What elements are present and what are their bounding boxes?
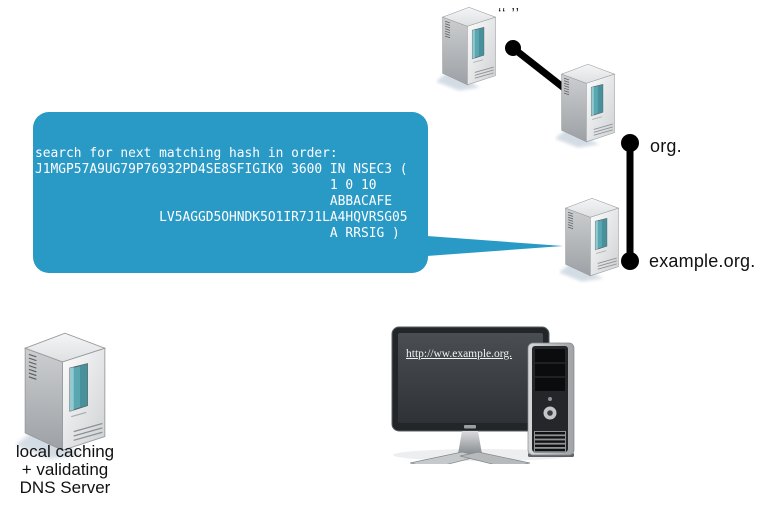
tower-power-button <box>548 397 552 401</box>
root-junction-dot <box>505 40 521 56</box>
tower-drive-bays <box>535 349 565 391</box>
org-tld-server-icon <box>555 58 621 153</box>
nsec3-record-text: search for next matching hash in order: … <box>35 146 408 241</box>
example-org-server-icon <box>559 192 625 287</box>
browser-url-text: http://ww.example.org. <box>406 348 513 360</box>
root-zone-label: ‘‘ ’’ <box>498 5 520 22</box>
speech-bubble: search for next matching hash in order: … <box>33 112 428 273</box>
monitor-logo <box>464 425 476 429</box>
root-server-icon <box>436 1 502 96</box>
example-org-zone-label: example.org. <box>649 251 756 271</box>
monitor <box>391 326 550 464</box>
org-junction-dot <box>621 134 639 152</box>
monitor-base-right-leg <box>459 451 531 464</box>
speech-bubble-tail <box>427 236 563 256</box>
monitor-neck <box>458 431 482 454</box>
org-zone-label: org. <box>650 136 682 156</box>
client-computer-icon <box>391 326 575 464</box>
monitor-screen <box>398 333 543 423</box>
resolver-label: local caching + validating DNS Server <box>15 442 115 497</box>
tower-case <box>527 342 575 457</box>
